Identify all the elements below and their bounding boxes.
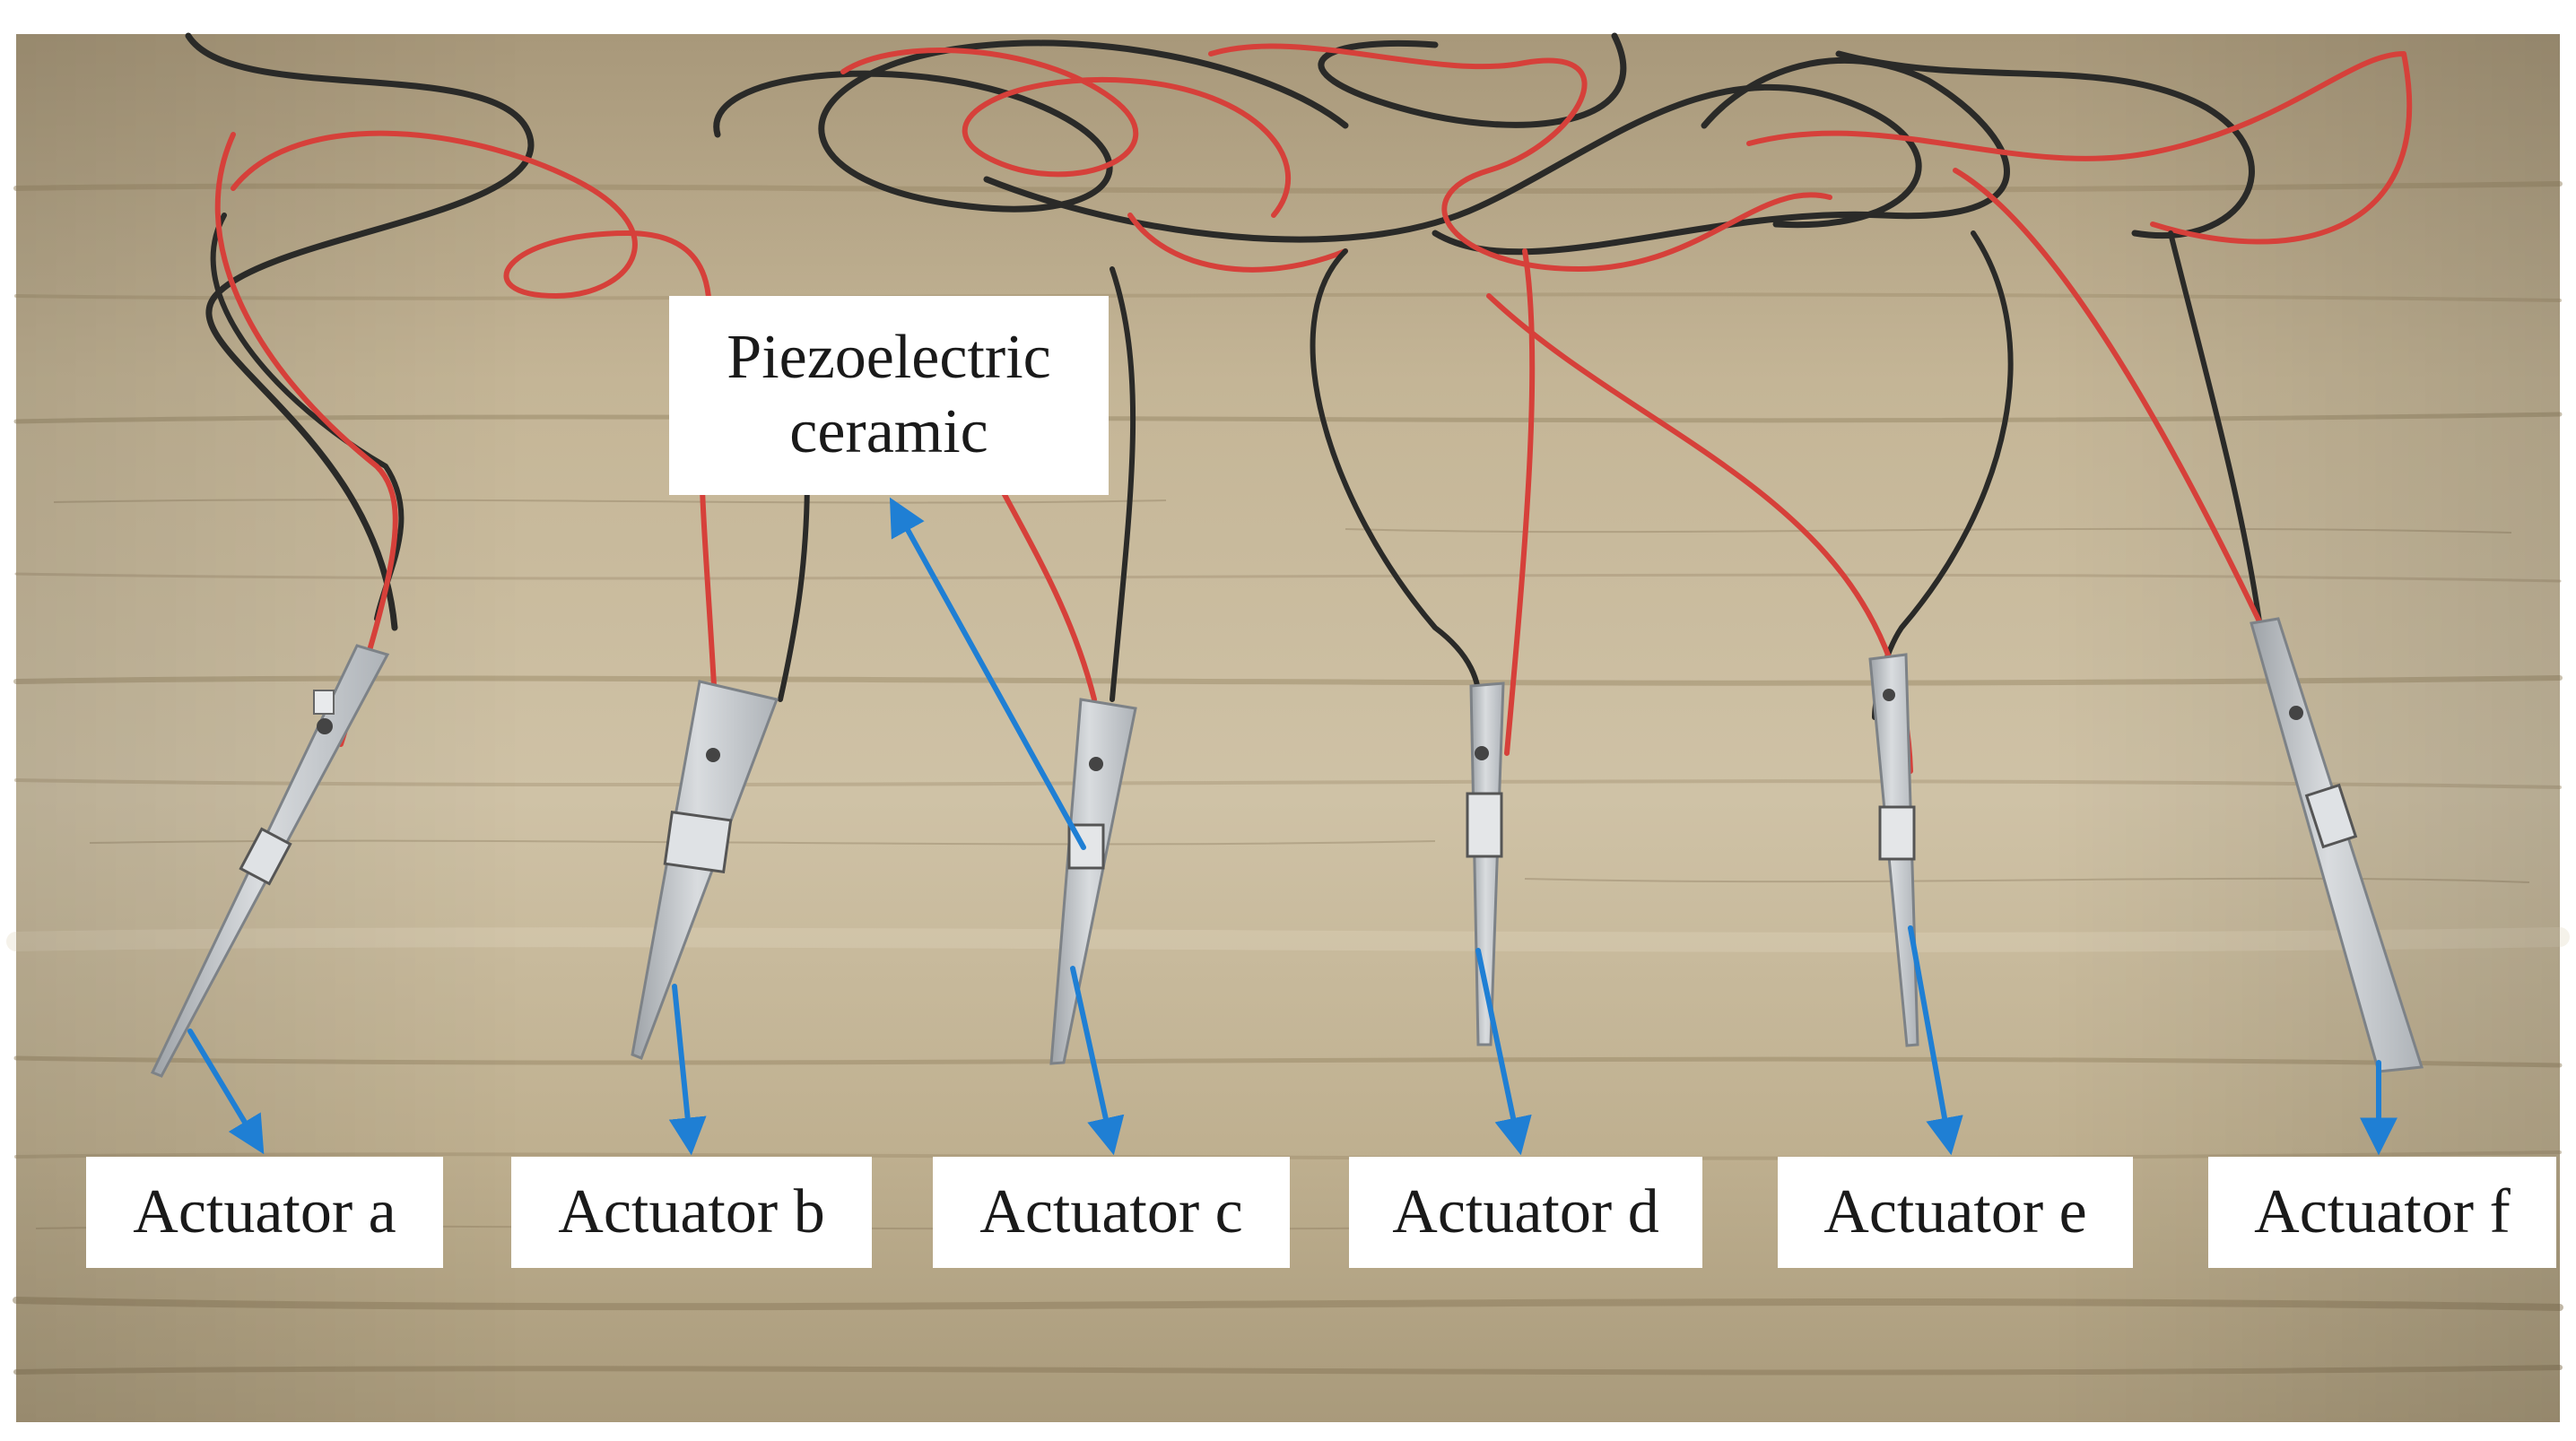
arrow-actuator-c [1070, 966, 1125, 1156]
arrow-actuator-b [668, 984, 707, 1156]
piezoelectric-ceramic-label: Piezoelectric ceramic [669, 296, 1109, 495]
actuator-c-label: Actuator c [933, 1157, 1290, 1268]
actuator-e-beam [1868, 653, 1919, 1047]
piezo-label-line2: ceramic [789, 397, 988, 466]
actuator-f-beam [2250, 617, 2424, 1073]
annotation-arrows [187, 497, 2398, 1156]
piezo-label-line1: Piezoelectric [727, 323, 1051, 393]
actuator-b-beam [631, 680, 779, 1060]
actuator-a-label: Actuator a [86, 1157, 443, 1268]
actuator-e-label: Actuator e [1778, 1157, 2133, 1268]
actuator-f-label: Actuator f [2208, 1157, 2556, 1268]
actuator-a-beam [150, 644, 390, 1078]
arrow-actuator-a [187, 1029, 265, 1155]
arrow-actuator-e [1908, 925, 1963, 1156]
actuators [150, 617, 2424, 1078]
actuator-d-label: Actuator d [1349, 1157, 1702, 1268]
wire-tangle [185, 32, 2413, 631]
arrow-piezoelectric-ceramic [889, 497, 1086, 850]
actuator-b-label: Actuator b [511, 1157, 872, 1268]
arrow-actuator-d [1475, 948, 1532, 1156]
